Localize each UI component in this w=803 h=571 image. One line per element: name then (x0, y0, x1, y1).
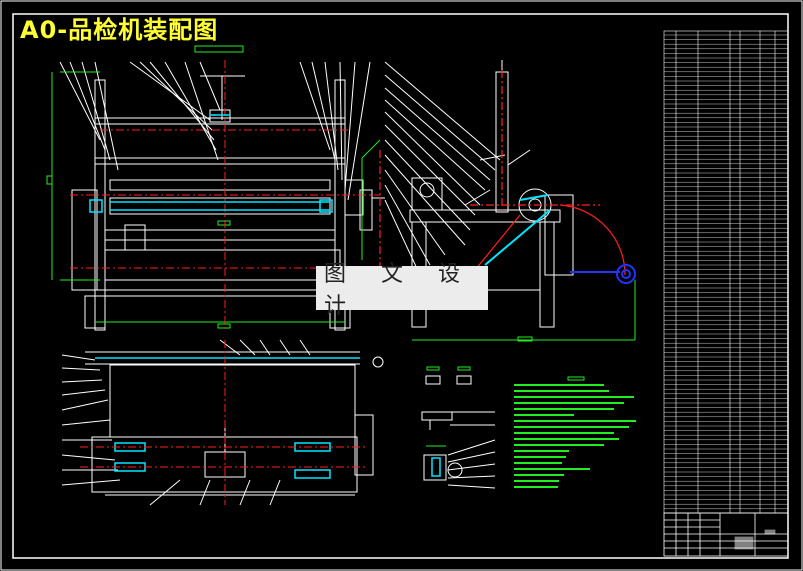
front-view (59, 61, 385, 331)
side-view-handle (570, 264, 636, 284)
side-view-dimensions (361, 139, 636, 342)
technical-notes (514, 376, 636, 488)
front-view-centerlines (70, 60, 380, 330)
title-block (663, 512, 789, 557)
title-box (194, 45, 244, 53)
top-view-rollers (95, 357, 360, 479)
part-number-leaders-top (59, 61, 371, 201)
parts-list-rows (664, 34, 788, 509)
front-view-dimensions (46, 71, 345, 329)
detail-views (421, 375, 496, 489)
drawing-title: A0-品检机装配图 (20, 16, 219, 44)
top-view (61, 339, 384, 506)
detail-labels (426, 366, 471, 447)
side-view (384, 60, 574, 328)
parts-list (663, 30, 789, 514)
side-view-fabric (484, 194, 551, 266)
front-view-rollers (89, 114, 333, 213)
detail-cyan (431, 457, 441, 477)
part-number-leaders-side (384, 61, 501, 276)
top-view-centerlines (80, 340, 365, 505)
watermark-badge: 图 文 设 计 (316, 262, 488, 319)
